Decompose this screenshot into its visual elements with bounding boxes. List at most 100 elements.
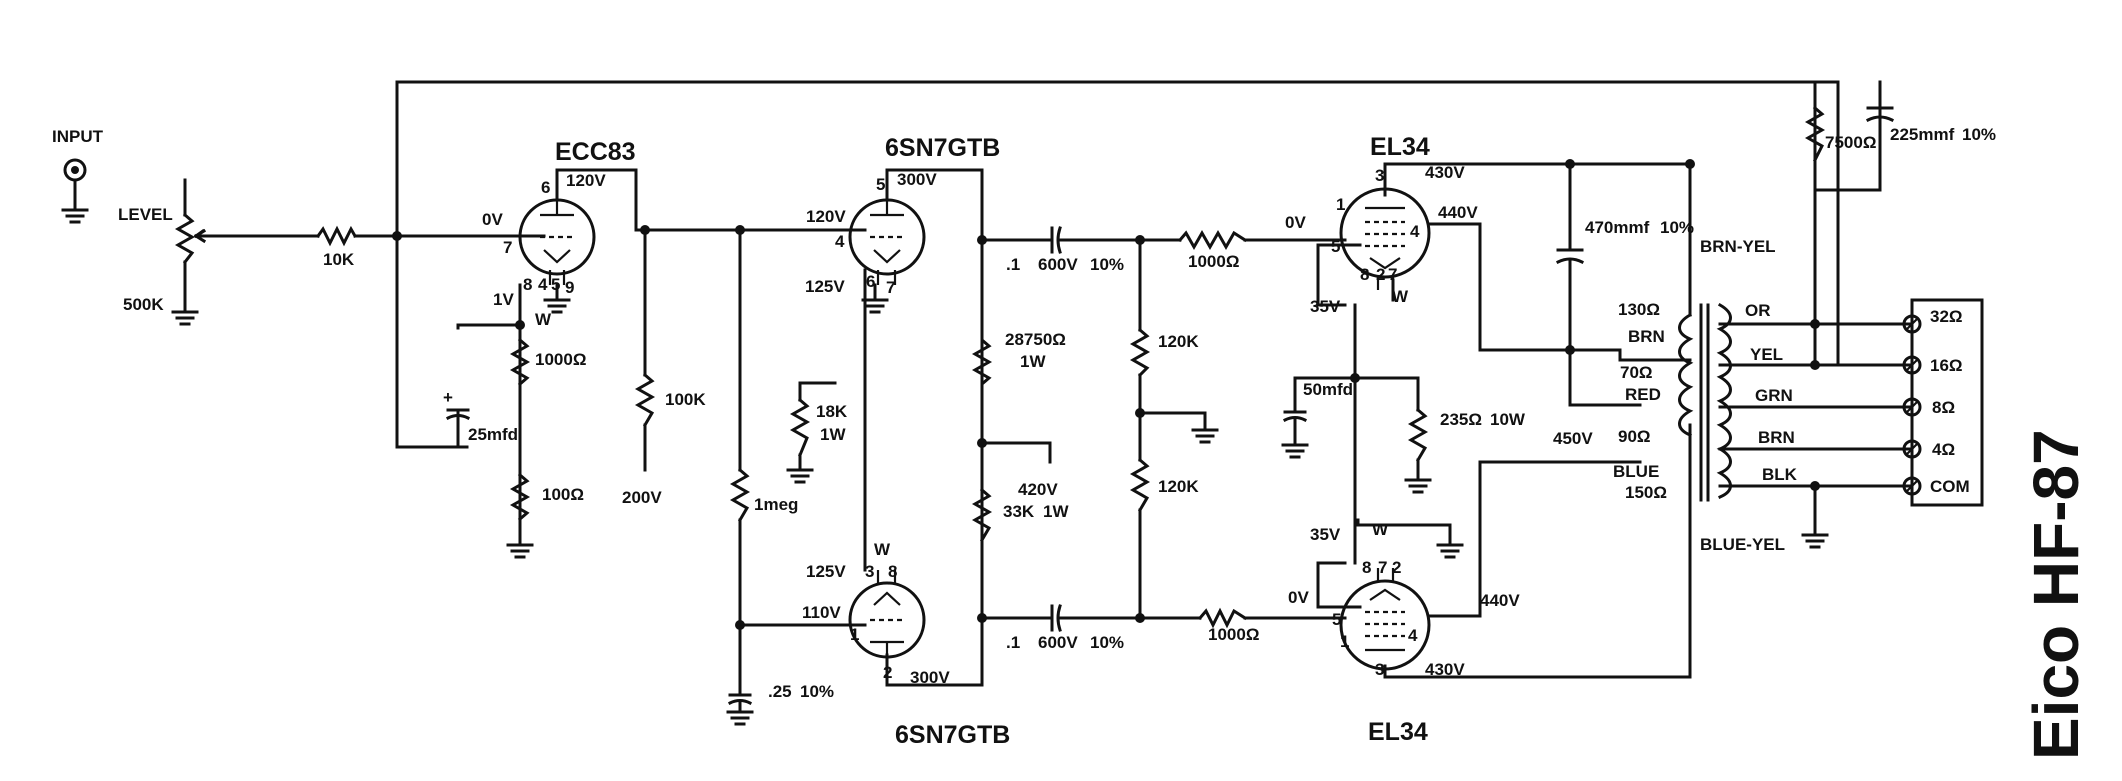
cap-50mfd: [1282, 393, 1308, 447]
resistor-1meg: [729, 467, 751, 523]
output-transformer: [1678, 302, 1732, 502]
resistors-r-cathode2-label: 100Ω: [542, 485, 584, 504]
resistors-r-28750-label: 28750Ω: [1005, 330, 1066, 349]
resistors-r-cath-out-label: 235Ω: [1440, 410, 1482, 429]
tube-el34-top: [1339, 187, 1431, 290]
voltages-v-ecc-grid-label: 0V: [482, 210, 503, 229]
pins-o1-4-label: 4: [1410, 222, 1420, 241]
cap-coupling-top: [1038, 226, 1062, 254]
resistors-r-grid-label: 1meg: [754, 495, 798, 514]
r-input-label: 10K: [323, 250, 355, 269]
transformer-s-grn-label: GRN: [1755, 386, 1793, 405]
pins-ecc-5-label: 5: [551, 275, 560, 294]
pins-d2-3-label: 3: [865, 562, 874, 581]
voltages-v-o2-cath-label: 35V: [1310, 525, 1341, 544]
pins-o2-8-label: 8: [1362, 558, 1371, 577]
pins-o1-3-label: 3: [1375, 166, 1384, 185]
voltages-v-200-label: 200V: [622, 488, 662, 507]
terminal-com[interactable]: [1902, 476, 1922, 496]
pins-d1-6-label: 6: [866, 272, 875, 291]
input-label: INPUT: [52, 127, 104, 146]
transformer-p-90-label: 90Ω: [1618, 427, 1651, 446]
transformer-blue-yel-label: BLUE-YEL: [1700, 535, 1785, 554]
resistors-r-g1-label: 1000Ω: [1188, 252, 1239, 271]
tube-6sn7-top: [848, 198, 926, 285]
transformer-s-yel-label: YEL: [1750, 345, 1783, 364]
capacitors-c-025-tol-label: 10%: [800, 682, 834, 701]
capacitors-c-coup2-val-label: .1: [1006, 633, 1020, 652]
output-32-label: 32Ω: [1930, 307, 1963, 326]
resistors-r-120k-top-label: 120K: [1158, 332, 1199, 351]
transformer-p-150-label: 150Ω: [1625, 483, 1667, 502]
transformer-s-brn-label: BRN: [1758, 428, 1795, 447]
level-potentiometer[interactable]: [174, 212, 207, 265]
output-com-label: COM: [1930, 477, 1970, 496]
pins-o2-7-label: 7: [1378, 558, 1387, 577]
resistor-10k: [315, 225, 358, 247]
resistors-r-120k-bot-label: 120K: [1158, 477, 1199, 496]
ground-120k: [1191, 428, 1219, 444]
output-16-label: 16Ω: [1930, 356, 1963, 375]
voltages-v-420-label: 420V: [1018, 480, 1058, 499]
voltages-v-d1-grid-label: 120V: [806, 207, 846, 226]
svg-text:+: +: [443, 388, 453, 407]
capacitors-c-50-label: 50mfd: [1303, 380, 1353, 399]
resistors-r-33k-label: 33K: [1003, 502, 1035, 521]
ground-50mfd: [1281, 443, 1309, 459]
pins-d2-2-label: 2: [883, 663, 892, 682]
speaker-terminal-strip: [1902, 298, 1984, 507]
input-jack[interactable]: [63, 158, 87, 182]
grounds: [61, 208, 1829, 726]
capacitors-c-25-label: 25mfd: [468, 425, 518, 444]
pins-ecc-4-label: 4: [538, 275, 548, 294]
terminal-32[interactable]: [1902, 314, 1922, 334]
resistor-120k-bottom: [1129, 457, 1151, 513]
pins-o2-5-label: 5: [1332, 610, 1341, 629]
pins-o2-2-label: 2: [1392, 558, 1401, 577]
capacitors-c-coup2-tol-label: 10%: [1090, 633, 1124, 652]
model-title: Eico HF-87: [2020, 429, 2092, 760]
resistors-r-28750-w-label: 1W: [1020, 352, 1046, 371]
ground-18k: [786, 468, 814, 484]
resistor-33k: [971, 487, 993, 543]
transformer-s-or-label: OR: [1745, 301, 1771, 320]
6sn7-top-title: 6SN7GTB: [885, 134, 1000, 162]
pins-o1-1-label: 1: [1336, 195, 1345, 214]
resistors-r-fb-label: 7500Ω: [1825, 133, 1876, 152]
tube-el34-bottom: [1339, 568, 1431, 671]
resistor-100: [509, 472, 531, 522]
capacitors-c-coup2-v-label: 600V: [1038, 633, 1078, 652]
pins-o2-3-label: 3: [1375, 660, 1384, 679]
resistors-r-33k-w-label: 1W: [1043, 502, 1069, 521]
resistor-grid-1000-top: [1177, 229, 1248, 251]
terminal-16[interactable]: [1902, 355, 1922, 375]
voltages-v-o2-plate-label: 430V: [1425, 660, 1465, 679]
voltages-v-o2-screen-label: 440V: [1480, 591, 1520, 610]
ground-235: [1404, 478, 1432, 494]
transformer-brn-yel-label: BRN-YEL: [1700, 237, 1776, 256]
terminal-8[interactable]: [1902, 397, 1922, 417]
heater-label: W: [1392, 287, 1409, 306]
capacitors-c-225-label: 225mmf: [1890, 125, 1955, 144]
voltages-v-o1-grid-label: 0V: [1285, 213, 1306, 232]
resistors-r-g2-label: 1000Ω: [1208, 625, 1259, 644]
output-8-label: 8Ω: [1932, 398, 1955, 417]
transformer-s-blk-label: BLK: [1762, 465, 1798, 484]
voltages-v-d2-cath-label: 125V: [806, 562, 846, 581]
el34-bottom-title: EL34: [1368, 718, 1428, 746]
pins-o2-4-label: 4: [1408, 626, 1418, 645]
cap-25mfd: +: [443, 388, 471, 449]
resistors: [315, 105, 1826, 629]
ground-ecc-cathode: [506, 543, 534, 559]
terminal-4[interactable]: [1902, 439, 1922, 459]
voltages-v-d2-grid-label: 110V: [802, 603, 841, 622]
resistor-1000-cathode: [509, 337, 531, 387]
el34-top-title: EL34: [1370, 133, 1430, 161]
voltages-v-o2-grid-label: 0V: [1288, 588, 1309, 607]
transformer-blue-label: BLUE: [1613, 462, 1659, 481]
voltages-v-o1-screen-label: 440V: [1438, 203, 1478, 222]
transformer-p-130-label: 130Ω: [1618, 300, 1660, 319]
pins-d1-7-label: 7: [886, 278, 895, 297]
ground-output-bottom: [1436, 543, 1464, 559]
